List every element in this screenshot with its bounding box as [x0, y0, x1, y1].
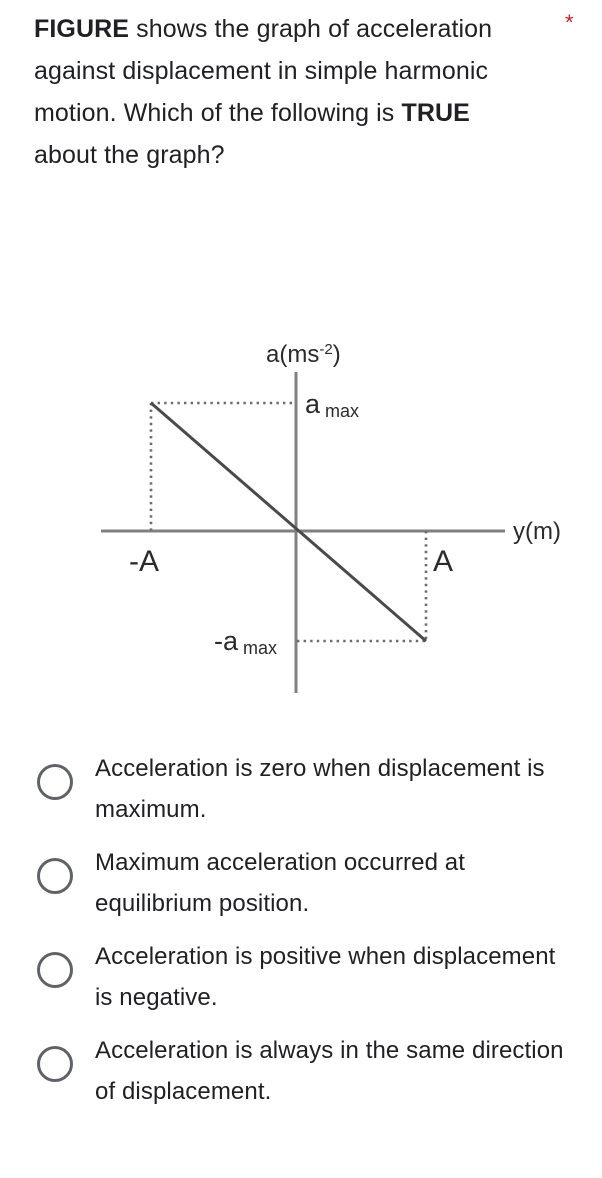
options-list: Acceleration is zero when displacement i…: [0, 736, 602, 1112]
option-label-1[interactable]: Acceleration is zero when displacement i…: [95, 755, 545, 823]
option-label-3[interactable]: Acceleration is positive when displaceme…: [95, 943, 556, 1011]
question-text-part1: shows the graph of acceleration against …: [34, 15, 493, 127]
data-line-acceleration: [150, 401, 427, 643]
question-bold-figure: FIGURE: [34, 15, 130, 43]
question-bold-true: TRUE: [401, 99, 470, 127]
option-row-1[interactable]: Acceleration is zero when displacement i…: [0, 736, 602, 830]
amplitude-label: A: [433, 545, 453, 578]
radio-button-1[interactable]: [37, 764, 73, 800]
a-max-label-symbol: a: [305, 389, 321, 419]
a-max-label-subscript: max: [325, 401, 359, 421]
radio-button-3[interactable]: [37, 952, 73, 988]
y-axis-label-base: a(ms: [266, 341, 319, 368]
option-row-4[interactable]: Acceleration is always in the same direc…: [0, 1018, 602, 1112]
question-text-part2: about the graph?: [34, 141, 225, 169]
y-axis-label: a(ms-2): [266, 341, 341, 369]
option-label-4[interactable]: Acceleration is always in the same direc…: [95, 1037, 564, 1105]
y-axis-label-exponent: -2: [319, 341, 332, 358]
option-row-2[interactable]: Maximum acceleration occurred at equilib…: [0, 830, 602, 924]
neg-amplitude-label: -A: [129, 545, 159, 578]
option-row-3[interactable]: Acceleration is positive when displaceme…: [0, 924, 602, 1018]
required-asterisk: *: [565, 10, 574, 35]
y-axis-label-close: ): [333, 341, 341, 368]
neg-a-max-label-subscript: max: [243, 638, 277, 658]
radio-button-4[interactable]: [37, 1046, 73, 1082]
option-label-2[interactable]: Maximum acceleration occurred at equilib…: [95, 849, 466, 917]
question-text: FIGURE shows the graph of acceleration a…: [34, 8, 539, 176]
x-axis-label: y(m): [513, 518, 561, 545]
radio-button-2[interactable]: [37, 858, 73, 894]
question-block: FIGURE shows the graph of acceleration a…: [34, 8, 558, 176]
neg-a-max-label-symbol: -a: [214, 626, 239, 656]
